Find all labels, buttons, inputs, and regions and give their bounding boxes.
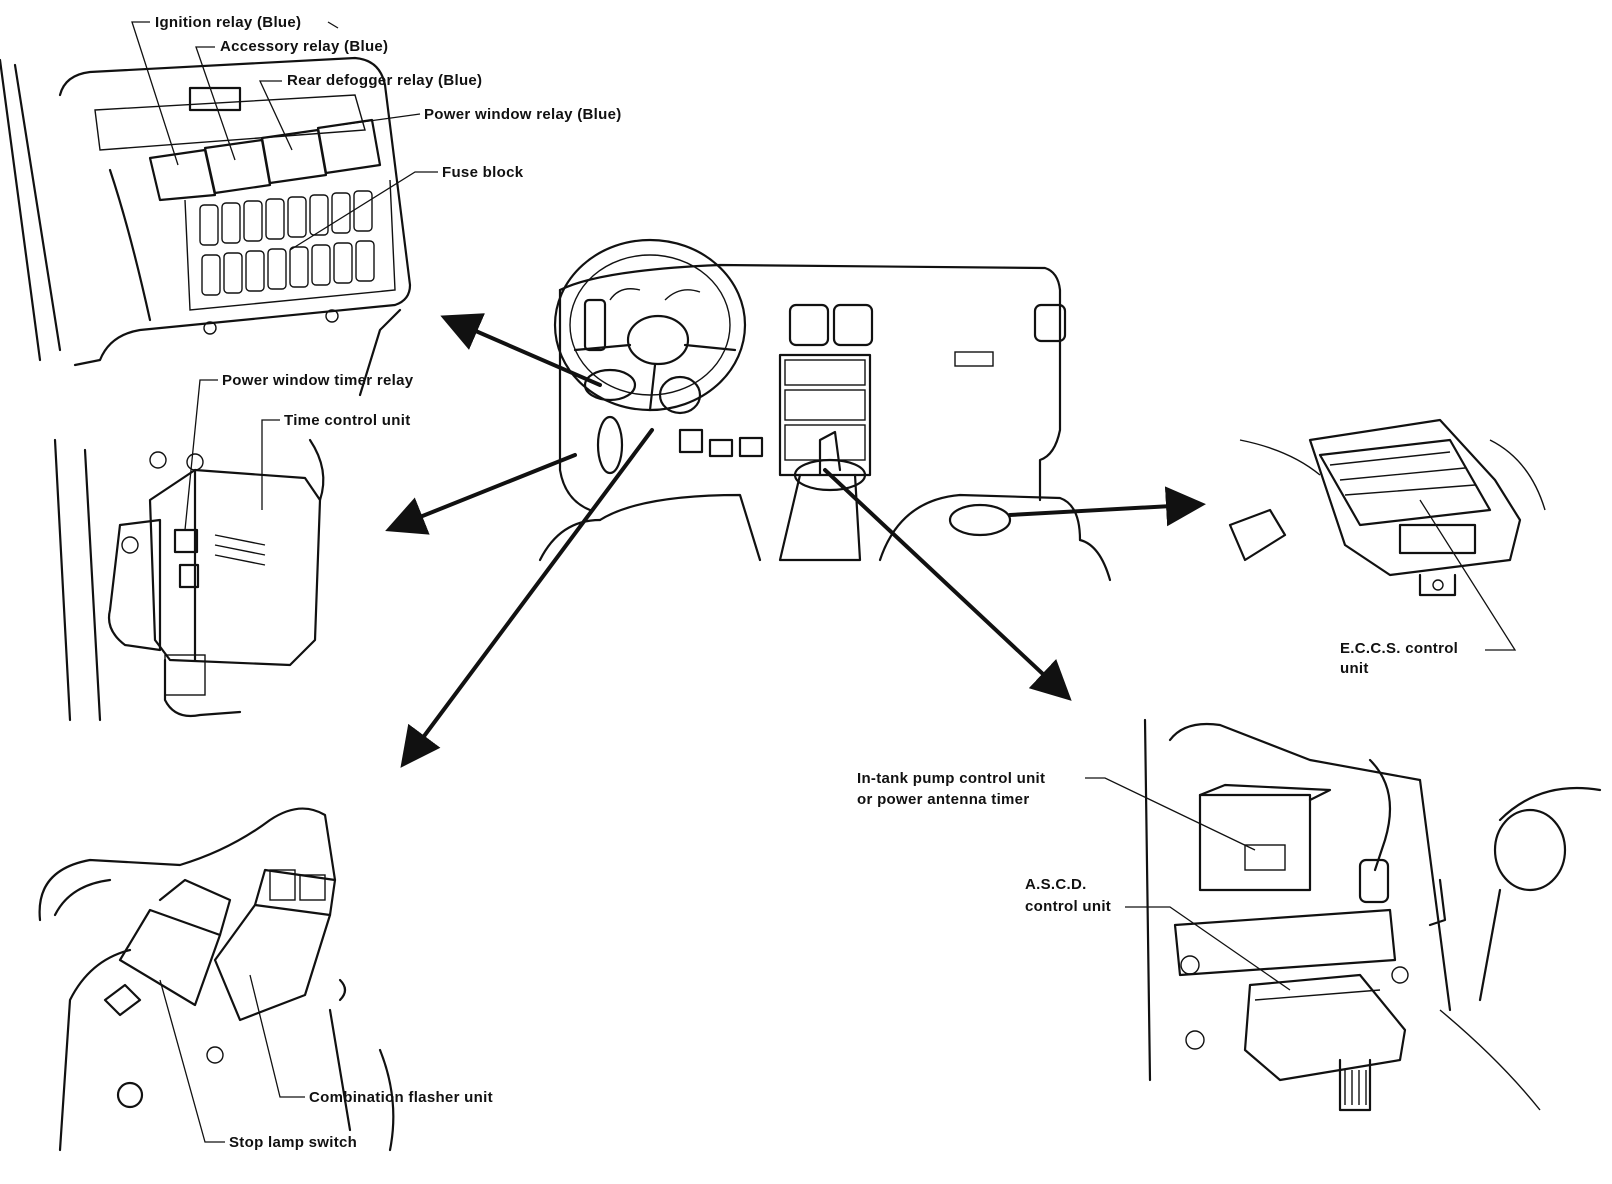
- ascd-leaders: [1085, 777, 1291, 991]
- fuse-row-upper: [199, 190, 373, 246]
- power-window-relay-label: Power window relay (Blue): [424, 106, 622, 123]
- fuse-row-lower: [201, 240, 375, 296]
- eccs-leaders: [1419, 499, 1517, 651]
- ascd-label-line1: A.S.C.D.: [1025, 876, 1087, 893]
- ascd-control-unit-illustration: [1143, 718, 1602, 1112]
- rear-defogger-relay-label: Rear defogger relay (Blue): [287, 72, 482, 89]
- power-window-timer-relay-label: Power window timer relay: [222, 372, 414, 389]
- location-arrows: [385, 313, 1206, 768]
- fuse-block-panel-illustration: [0, 56, 412, 397]
- fuse-panel-leaders: [131, 21, 438, 251]
- stop-lamp-switch-label: Stop lamp switch: [229, 1134, 357, 1151]
- intank-pump-label-line1: In-tank pump control unit: [857, 770, 1045, 787]
- intank-pump-label-line2: or power antenna timer: [857, 791, 1029, 808]
- flasher-unit-illustration: [38, 807, 395, 1152]
- flasher-leaders: [159, 974, 305, 1143]
- time-control-unit-label: Time control unit: [284, 412, 411, 429]
- ignition-relay-label: Ignition relay (Blue): [155, 14, 301, 31]
- fuse-block-label: Fuse block: [442, 164, 524, 181]
- accessory-relay-label: Accessory relay (Blue): [220, 38, 388, 55]
- dashboard-illustration: [538, 238, 1112, 582]
- time-control-leaders: [184, 379, 280, 531]
- ascd-label-line2: control unit: [1025, 898, 1111, 915]
- time-control-unit-illustration: [53, 438, 325, 722]
- eccs-control-unit-illustration: [1228, 418, 1546, 597]
- combination-flasher-label: Combination flasher unit: [309, 1089, 493, 1106]
- eccs-control-unit-label-line1: E.C.C.S. control: [1340, 640, 1458, 657]
- eccs-control-unit-label-line2: unit: [1340, 660, 1369, 677]
